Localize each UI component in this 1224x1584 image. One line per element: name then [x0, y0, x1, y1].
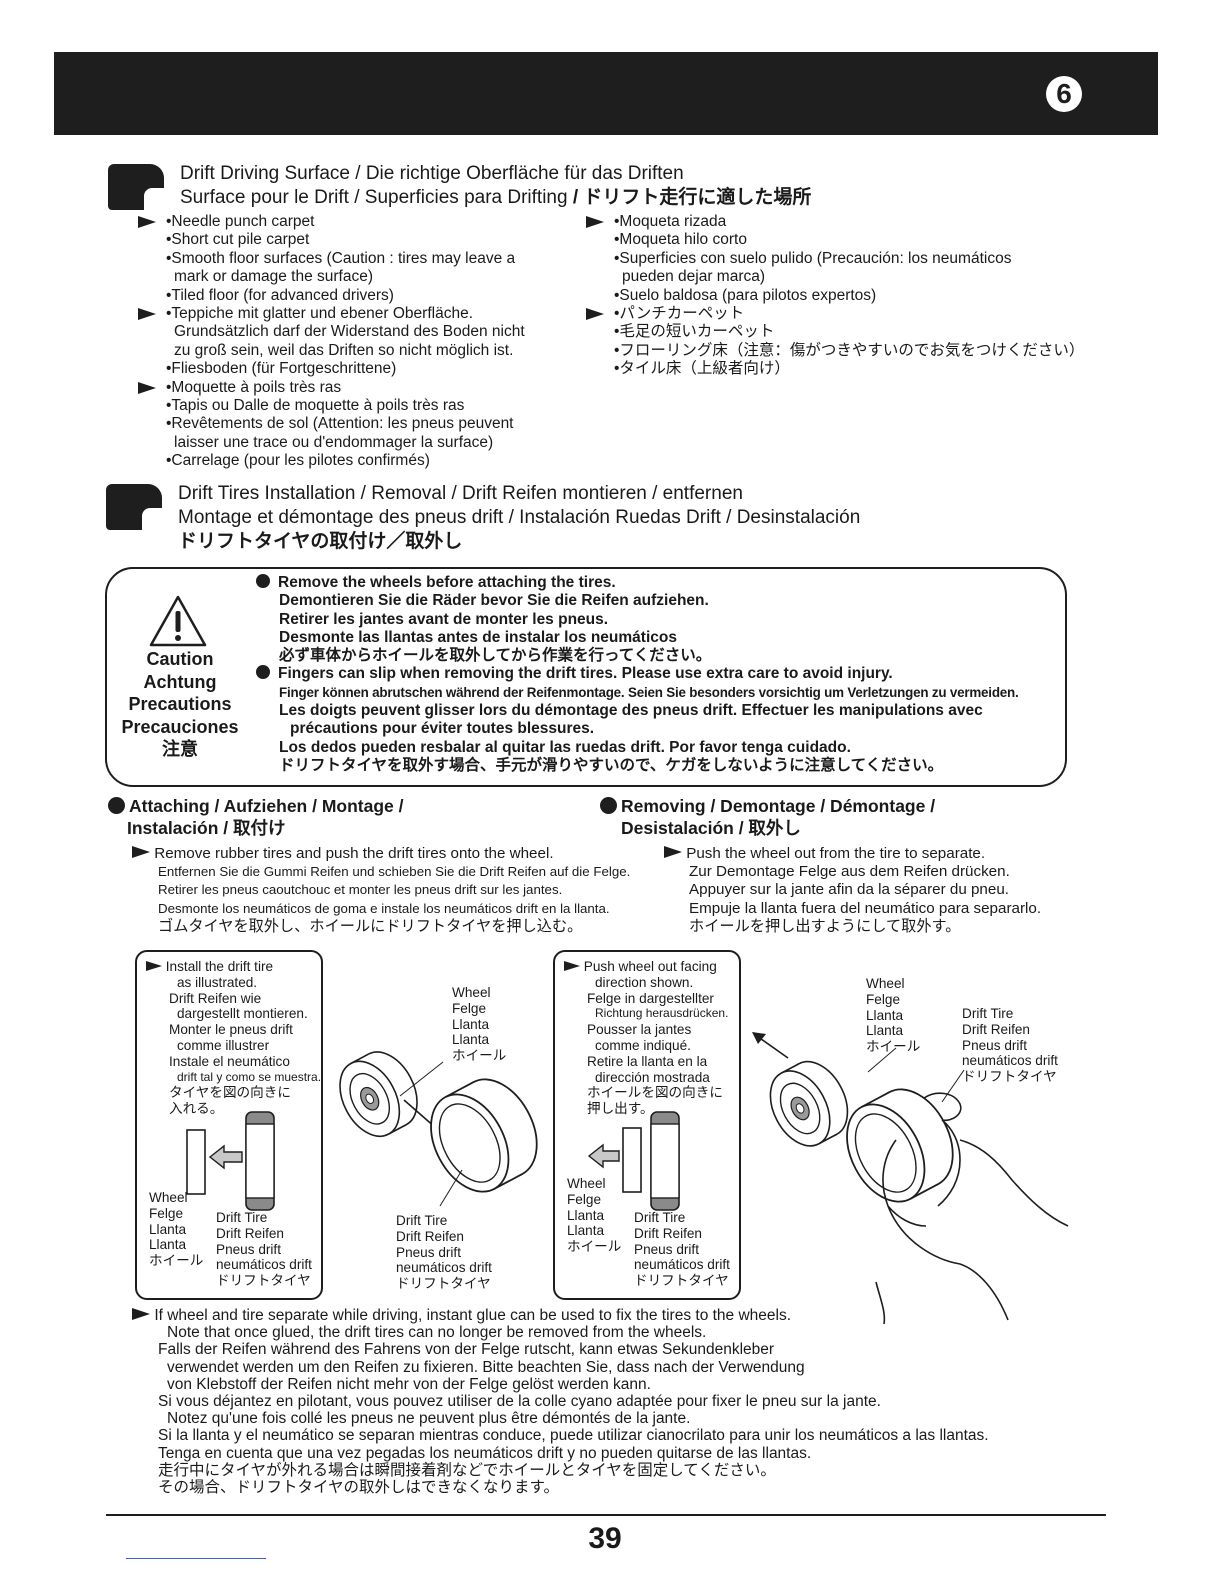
list-item: zu groß sein, weil das Driften so nicht … [174, 341, 514, 359]
caution-label: Caution [146, 649, 214, 669]
bullet-icon [256, 665, 270, 680]
list-item: •Tapis ou Dalle de moquette à poils très… [166, 397, 465, 415]
section2-title-line2: Montage et démontage des pneus drift / I… [178, 507, 861, 528]
list-item: mark or damage the surface) [174, 268, 374, 286]
arrow-icon [132, 1308, 150, 1320]
caution-line: Demontieren Sie die Räder bevor Sie die … [279, 592, 709, 610]
list-item: •Revêtements de sol (Attention: les pneu… [166, 415, 514, 433]
list-item: •Fliesboden (für Fortgeschrittene) [166, 360, 397, 378]
section2-title-line1: Drift Tires Installation / Removal / Dri… [178, 483, 743, 504]
list-item: •タイル床（上級者向け） [614, 360, 790, 378]
removing-wheel-tire-hand-illustration [752, 1032, 1069, 1325]
list-item: •フローリング床（注意：傷がつきやすいのでお気をつけください） [614, 341, 1085, 359]
caution-label: Precauciones [121, 716, 239, 737]
list-item: •Suelo baldosa (para pilotos expertos) [614, 286, 877, 304]
arrow-icon [138, 216, 156, 228]
footer-divider [106, 1514, 1106, 1516]
list-item: •Short cut pile carpet [166, 231, 310, 249]
removing-side-diagram [587, 1111, 680, 1211]
list-item: •Superficies con suelo pulido (Precaució… [614, 249, 1012, 267]
caution-line: Remove the wheels before attaching the t… [256, 574, 1066, 592]
list-item: •Moqueta rizada [584, 213, 1084, 231]
attaching-instructions: Remove rubber tires and push the drift t… [132, 845, 630, 936]
list-item: •パンチカーペット [584, 305, 1084, 323]
arrow-icon [586, 216, 604, 228]
caution-line: Fingers can slip when removing the drift… [256, 665, 1066, 683]
glue-note: If wheel and tire separate while driving… [132, 1307, 989, 1496]
list-item: •Carrelage (pour les pilotes confirmés) [166, 452, 430, 470]
page-number: 39 [588, 1522, 622, 1555]
caution-labels: Caution Achtung Precautions Precauciones… [112, 648, 248, 761]
attaching-wheel-tire-illustration [339, 1051, 538, 1207]
caution-line: 必ず車体からホイールを取外してから作業を行ってください。 [279, 647, 712, 665]
attaching-figure-text: Install the drift tire as illustrated. D… [146, 959, 321, 1117]
caution-label: Precautions [128, 694, 232, 714]
list-item: •毛足の短いカーペット [614, 323, 775, 341]
arrow-icon [664, 846, 682, 858]
removing-figure-box [553, 950, 741, 1300]
removing-instructions: Push the wheel out from the tire to sepa… [664, 845, 1041, 936]
caution-box [105, 567, 1067, 787]
list-item: •Teppiche mit glatter und ebener Oberflä… [136, 305, 525, 323]
caution-line: Les doigts peuvent glisser lors du démon… [279, 702, 983, 720]
bullet-icon [256, 574, 270, 588]
bullet-icon [108, 797, 125, 814]
section1-title-line2: Surface pour le Drift / Superficies para… [180, 187, 568, 208]
list-item: pueden dejar marca) [622, 268, 766, 286]
header-bar [54, 52, 1158, 135]
section2-title: Drift Tires Installation / Removal / Dri… [178, 482, 860, 554]
arrow-icon [564, 961, 580, 971]
arrow-icon [146, 961, 162, 971]
section-icon [106, 484, 162, 530]
list-item: •Needle punch carpet [136, 213, 525, 231]
section1-title-line1: Drift Driving Surface / Die richtige Obe… [180, 163, 684, 184]
removing-figure-text: Push wheel out facing direction shown. F… [564, 959, 728, 1117]
list-item: •Smooth floor surfaces (Caution : tires … [166, 249, 516, 267]
arrow-icon [138, 381, 156, 394]
caution-label: 注意 [162, 739, 198, 759]
section-icon [108, 164, 164, 210]
attaching-side-diagram [186, 1111, 275, 1211]
surface-list-left: •Needle punch carpet •Short cut pile car… [136, 213, 525, 471]
caution-line: précautions pour éviter toutes blessures… [290, 720, 595, 738]
list-item: Grundsätzlich darf der Widerstand des Bo… [174, 323, 525, 341]
list-item: •Tiled floor (for advanced drivers) [166, 286, 394, 304]
caution-line: Retirer les jantes avant de monter les p… [279, 610, 609, 628]
step-number-badge: 6 [1046, 76, 1082, 112]
arrow-icon [138, 308, 156, 321]
attaching-heading: Attaching / Aufziehen / Montage / Instal… [108, 795, 404, 839]
caution-line: ドリフトタイヤを取外す場合、手元が滑りやすいので、ケガをしないように注意してくだ… [279, 756, 944, 774]
caution-label: Achtung [143, 671, 217, 692]
arrow-icon [586, 308, 604, 321]
bullet-icon [600, 797, 617, 814]
removing-heading: Removing / Demontage / Démontage / Desis… [600, 795, 935, 839]
caution-line: Finger können abrutschen während der Rei… [279, 684, 1019, 700]
section1-title: Drift Driving Surface / Die richtige Obe… [180, 162, 811, 210]
warning-triangle-icon [149, 595, 207, 647]
caution-text: Remove the wheels before attaching the t… [256, 574, 1066, 775]
list-item: laisser une trace ou d'endommager la sur… [174, 433, 494, 451]
footer-link-underline [126, 1558, 266, 1559]
list-item: •Moquette à poils très ras [136, 379, 525, 397]
list-item: •Moqueta hilo corto [614, 231, 747, 249]
section2-title-jp: ドリフトタイヤの取付け／取外し [178, 531, 463, 552]
surface-list-right: •Moqueta rizada •Moqueta hilo corto •Sup… [584, 213, 1084, 379]
attaching-figure-box [135, 950, 323, 1300]
section1-title-jp: / ドリフト走行に適した場所 [572, 187, 812, 208]
arrow-icon [132, 846, 150, 858]
caution-line: Desmonte las llantas antes de instalar l… [279, 628, 677, 646]
caution-line: Los dedos pueden resbalar al quitar las … [279, 738, 851, 756]
